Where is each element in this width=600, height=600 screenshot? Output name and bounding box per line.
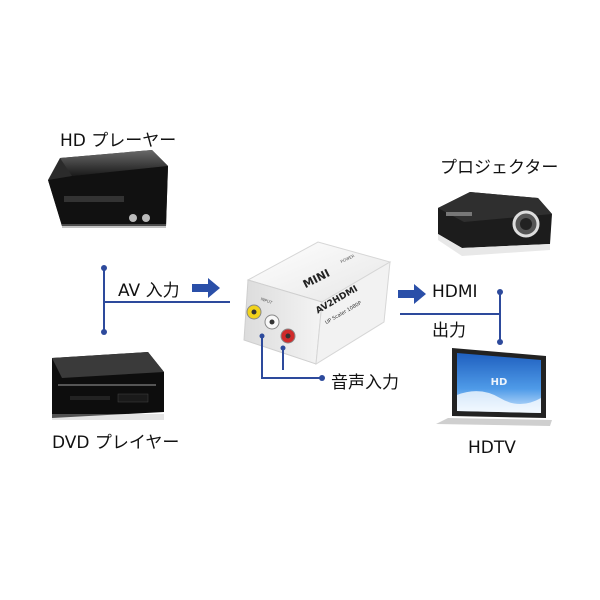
hdmi-output-arrow-icon	[398, 284, 426, 304]
connection-lines	[103, 268, 501, 379]
hdtv-label: HDTV	[468, 438, 516, 458]
hd-player-image	[48, 150, 168, 228]
hdmi-label: HDMI	[432, 282, 478, 302]
dot-output-top	[497, 289, 503, 295]
output-label: 出力	[432, 321, 466, 341]
av-input-arrow-icon	[192, 278, 220, 298]
tv-screen-text: HD	[491, 377, 508, 388]
converter-box-image	[243, 241, 392, 365]
dot-input-bottom	[101, 329, 107, 335]
device-port-input-text: INPUT	[260, 296, 273, 305]
audio-input-label: 音声入力	[331, 373, 399, 393]
dvd-player-label: DVD プレイヤー	[52, 433, 180, 453]
dot-input-top	[101, 265, 107, 271]
connection-dots	[101, 265, 503, 381]
dot-audio-right	[280, 345, 286, 351]
audio-line-outer	[261, 336, 322, 379]
dot-audio-end	[319, 375, 325, 381]
dot-audio-left	[259, 333, 265, 339]
hdtv-image	[436, 348, 552, 426]
hd-player-label: HD プレーヤー	[60, 131, 177, 151]
dvd-player-image	[52, 352, 164, 420]
projector-label: プロジェクター	[440, 158, 559, 178]
dot-output-bottom	[497, 339, 503, 345]
av-input-label: AV 入力	[118, 281, 180, 301]
arrows	[192, 278, 426, 304]
projector-image	[438, 192, 552, 256]
device-port-power-text: POWER	[340, 253, 356, 264]
